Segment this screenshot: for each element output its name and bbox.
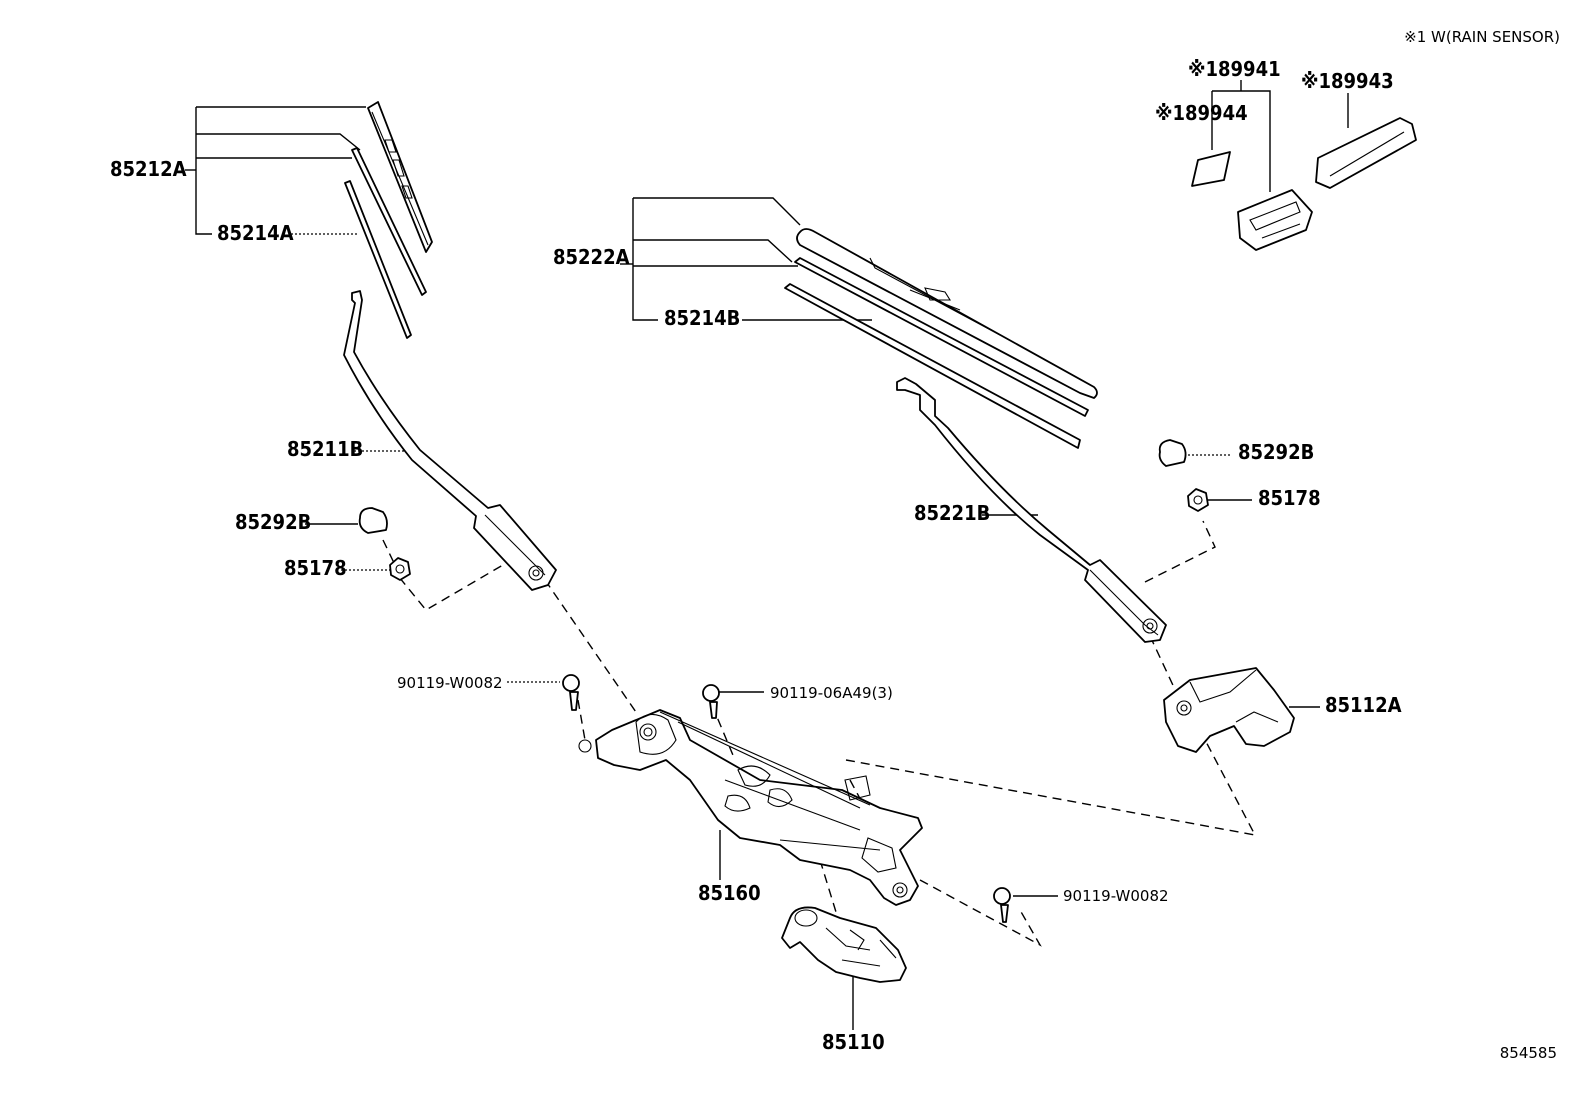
- label-85214B[interactable]: 85214B: [664, 306, 740, 330]
- label-85212A[interactable]: 85212A: [110, 157, 187, 181]
- figure-id: 854585: [1500, 1044, 1557, 1062]
- left-wiper-blade-85212A[interactable]: [367, 101, 433, 253]
- label-85178-left[interactable]: 85178: [284, 556, 347, 580]
- rain-sensor-89941[interactable]: [1237, 189, 1313, 251]
- leader-lines: [185, 80, 1349, 1030]
- label-85211B[interactable]: 85211B: [287, 437, 363, 461]
- label-85112A[interactable]: 85112A: [1325, 693, 1402, 717]
- left-cap-85292B[interactable]: [358, 507, 388, 534]
- right-nut-85178[interactable]: [1187, 488, 1209, 512]
- label-85292B-right[interactable]: 85292B: [1238, 440, 1314, 464]
- label-85292B-left[interactable]: 85292B: [235, 510, 311, 534]
- label-85110[interactable]: 85110: [822, 1030, 885, 1054]
- label-85214A[interactable]: 85214A: [217, 221, 294, 245]
- label-89943[interactable]: ※189943: [1301, 69, 1394, 93]
- wiper-link-85160[interactable]: [578, 709, 923, 906]
- bolt-90119-06A49[interactable]: [702, 684, 720, 719]
- label-85221B[interactable]: 85221B: [914, 501, 990, 525]
- label-90119-W0082-bottom[interactable]: 90119-W0082: [1063, 887, 1169, 905]
- wiper-motor-85110[interactable]: [781, 906, 907, 983]
- label-85178-right[interactable]: 85178: [1258, 486, 1321, 510]
- label-89944[interactable]: ※189944: [1155, 101, 1248, 125]
- rain-sensor-note: ※1 W(RAIN SENSOR): [1404, 28, 1560, 46]
- bolt-90119-W0082-top[interactable]: [562, 674, 580, 711]
- left-nut-85178[interactable]: [389, 557, 411, 581]
- right-cap-85292B[interactable]: [1158, 439, 1187, 467]
- rain-sensor-pad-89944[interactable]: [1191, 151, 1231, 187]
- left-wiper-arm-85211B[interactable]: [343, 290, 557, 591]
- label-90119-06A49[interactable]: 90119-06A49(3): [770, 684, 893, 702]
- label-85160[interactable]: 85160: [698, 881, 761, 905]
- label-89941[interactable]: ※189941: [1188, 57, 1281, 81]
- label-90119-W0082-top[interactable]: 90119-W0082: [397, 674, 503, 692]
- right-blade-rubber-85214B[interactable]: [784, 257, 1089, 449]
- rain-sensor-cover-89943[interactable]: [1315, 117, 1417, 189]
- left-blade-rubber-85214A[interactable]: [344, 147, 427, 339]
- right-wiper-blade-85222A[interactable]: [796, 228, 1098, 399]
- cowl-cap-85112A[interactable]: [1163, 667, 1295, 753]
- bolt-90119-W0082-bottom[interactable]: [993, 887, 1011, 923]
- right-wiper-arm-85221B[interactable]: [896, 377, 1167, 643]
- label-85222A[interactable]: 85222A: [553, 245, 630, 269]
